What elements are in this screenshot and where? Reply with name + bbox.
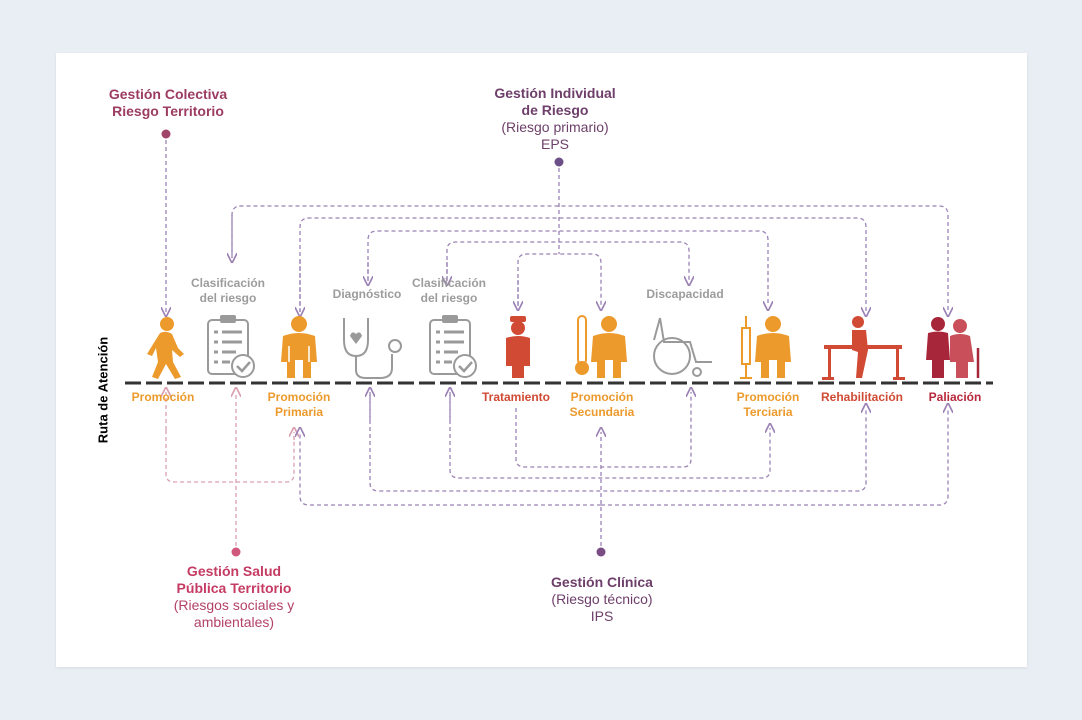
public-health-dot	[231, 547, 241, 557]
classification-label-1: Clasificación del riesgo	[191, 276, 265, 306]
public-health-line2: Pública Territorio	[176, 580, 292, 596]
syringe-person-icon	[740, 316, 791, 379]
nurse-icon	[506, 316, 530, 378]
classification-2-line1: Clasificación	[411, 276, 487, 290]
collective-title-line2: Riesgo Territorio	[112, 103, 224, 119]
stage-primary-line1: Promoción	[267, 390, 331, 404]
stage-secondary-line1: Promoción	[570, 390, 634, 404]
clipboard-check-icon	[429, 315, 477, 378]
clinical-line1: Gestión Clínica	[551, 574, 653, 590]
classification-1-line1: Clasificación	[190, 276, 266, 290]
individual-risk-block: Gestión Individual de Riesgo (Riesgo pri…	[494, 85, 615, 153]
public-health-line4: ambientales)	[193, 614, 275, 630]
disability-label: Discapacidad	[646, 287, 724, 301]
individual-title-line2: de Riesgo	[521, 102, 589, 118]
stage-rehabilitation: Rehabilitación	[820, 390, 904, 404]
clinical-line3: IPS	[590, 608, 614, 624]
public-health-block: Gestión Salud Pública Territorio (Riesgo…	[174, 563, 295, 631]
individual-subtitle: (Riesgo primario)	[501, 119, 609, 135]
elderly-couple-icon	[926, 317, 980, 378]
stage-secondary-promotion: Promoción Secundaria	[570, 390, 635, 420]
individual-dot	[554, 157, 564, 167]
person-icon	[281, 316, 317, 378]
public-health-line1: Gestión Salud	[186, 563, 282, 579]
stethoscope-icon	[343, 318, 402, 379]
walking-person-icon	[147, 317, 184, 379]
wheelchair-icon	[653, 317, 712, 377]
stage-palliation: Paliación	[928, 390, 982, 404]
collective-title-line1: Gestión Colectiva	[108, 86, 228, 102]
classification-2-line2: del riesgo	[420, 291, 478, 305]
clipboard-check-icon	[207, 315, 255, 378]
stage-secondary-line2: Secundaria	[569, 405, 635, 419]
collective-title: Gestión Colectiva Riesgo Territorio	[109, 86, 227, 120]
stage-tertiary-line1: Promoción	[736, 390, 800, 404]
clinical-dot	[596, 547, 606, 557]
stage-primary-promotion: Promoción Primaria	[268, 390, 331, 420]
stage-tertiary-line2: Terciaria	[743, 405, 793, 419]
classification-1-line2: del riesgo	[199, 291, 257, 305]
stage-treatment: Tratamiento	[481, 390, 551, 404]
diagnosis-label: Diagnóstico	[332, 287, 402, 301]
route-label: Ruta de Atención	[95, 336, 111, 444]
parallel-bars-icon	[822, 316, 905, 380]
thermometer-person-icon	[575, 315, 627, 378]
individual-eps: EPS	[540, 136, 570, 152]
classification-label-2: Clasificación del riesgo	[412, 276, 486, 306]
stage-promotion: Promoción	[131, 390, 195, 404]
clinical-block: Gestión Clínica (Riesgo técnico) IPS	[551, 574, 653, 625]
stage-primary-line2: Primaria	[274, 405, 324, 419]
collective-dot	[161, 129, 171, 139]
public-health-line3: (Riesgos sociales y	[173, 597, 295, 613]
clinical-line2: (Riesgo técnico)	[551, 591, 653, 607]
individual-title-line1: Gestión Individual	[494, 85, 616, 101]
stage-tertiary-promotion: Promoción Terciaria	[737, 390, 800, 420]
